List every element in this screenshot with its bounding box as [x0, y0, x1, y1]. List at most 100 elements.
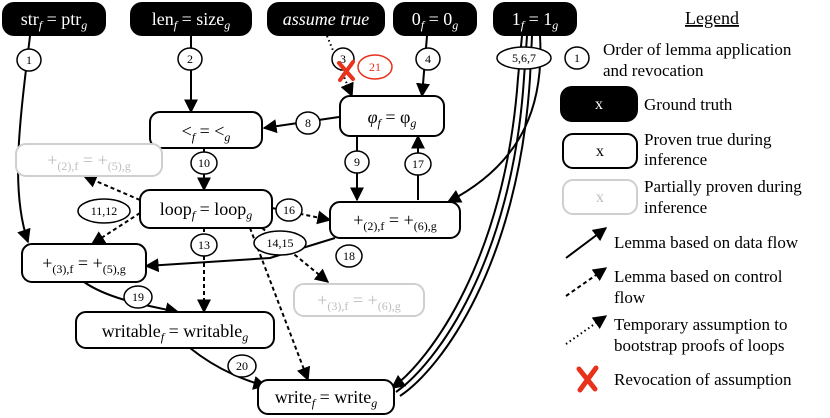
node-plus26: +(2),f = +(6),g	[329, 201, 461, 239]
edge-one-write-2	[395, 35, 528, 393]
revocation-x-legend-icon	[576, 365, 599, 393]
step-1112: 11,12	[77, 198, 131, 224]
step-18: 18	[335, 244, 363, 268]
svg-text:x: x	[595, 96, 603, 113]
svg-text:21: 21	[369, 60, 381, 74]
svg-text:inference: inference	[644, 198, 707, 217]
node-len: lenf = sizeg	[130, 2, 252, 36]
svg-text:bootstrap proofs of loops: bootstrap proofs of loops	[614, 336, 784, 355]
node-plus35: +(3),f = +(5),g	[21, 243, 147, 283]
legend-control: Lemma based on control flow	[565, 267, 783, 307]
legend-ground: x Ground truth	[560, 86, 733, 122]
svg-text:+(3),f = +(5),g: +(3),f = +(5),g	[42, 253, 125, 276]
node-loop: loopf = loopg	[139, 189, 273, 229]
svg-text:strf = ptrg: strf = ptrg	[21, 9, 88, 32]
legend-dataflow: Lemma based on data flow	[565, 227, 799, 259]
svg-text:assume true: assume true	[283, 9, 370, 29]
svg-text:φf = φg: φf = φg	[368, 107, 417, 130]
svg-text:1f = 1g: 1f = 1g	[512, 9, 559, 32]
edge-loop-write	[249, 227, 311, 382]
svg-text:+(3),f = +(6),g: +(3),f = +(6),g	[317, 290, 400, 313]
svg-text:Revocation of assumption: Revocation of assumption	[614, 370, 792, 389]
legend-title: Legend	[685, 8, 739, 28]
step-2: 2	[177, 47, 203, 71]
step-labels: 1 2 3 4 5,6,7 8 9 10 11,12 13 14,15 16 1…	[16, 46, 552, 378]
svg-text:17: 17	[412, 157, 424, 171]
step-20: 20	[227, 354, 257, 378]
step-567: 5,6,7	[496, 46, 552, 70]
svg-text:Partially proven during: Partially proven during	[644, 177, 802, 196]
svg-text:13: 13	[198, 238, 210, 252]
svg-text:2: 2	[187, 52, 193, 66]
svg-text:4: 4	[425, 52, 431, 66]
step-19: 19	[123, 285, 153, 309]
node-str: strf = ptrg	[2, 2, 106, 36]
svg-text:1: 1	[26, 53, 32, 67]
svg-text:1: 1	[574, 51, 580, 65]
svg-text:10: 10	[198, 156, 210, 170]
step-16: 16	[275, 198, 303, 222]
legend-temp: Temporary assumption to bootstrap proofs…	[565, 315, 788, 355]
svg-text:inference: inference	[644, 150, 707, 169]
legend-revoke: Revocation of assumption	[576, 365, 792, 393]
step-1: 1	[16, 48, 42, 72]
node-zero: 0f = 0g	[393, 2, 477, 36]
svg-text:Lemma based on control: Lemma based on control	[614, 267, 783, 286]
legend-partial: x Partially proven during inference	[562, 177, 802, 217]
svg-text:and revocation: and revocation	[603, 61, 704, 80]
node-plus36: +(3),f = +(6),g	[293, 283, 425, 317]
svg-text:14,15: 14,15	[267, 236, 294, 250]
node-phi: φf = φg	[339, 95, 445, 137]
svg-text:0f = 0g: 0f = 0g	[412, 9, 459, 32]
svg-text:9: 9	[354, 155, 360, 169]
svg-text:loopf = loopg: loopf = loopg	[160, 199, 253, 222]
svg-text:5,6,7: 5,6,7	[512, 51, 536, 65]
svg-text:Order of lemma application: Order of lemma application	[603, 40, 792, 59]
legend-order: 1 Order of lemma application and revocat…	[564, 40, 792, 80]
svg-text:+(2),f = +(5),g: +(2),f = +(5),g	[47, 150, 130, 173]
svg-text:18: 18	[343, 249, 355, 263]
edge-loop-plus25	[82, 174, 141, 201]
svg-text:flow: flow	[614, 288, 646, 307]
step-21: 21	[357, 54, 393, 80]
svg-text:+(2),f = +(6),g: +(2),f = +(6),g	[353, 210, 436, 233]
step-9: 9	[344, 150, 370, 174]
step-4: 4	[415, 47, 441, 71]
svg-text:19: 19	[132, 290, 144, 304]
step-1415: 14,15	[253, 230, 307, 256]
legend: Legend 1 Order of lemma application and …	[560, 8, 802, 393]
svg-text:Ground truth: Ground truth	[644, 95, 733, 114]
node-one: 1f = 1g	[493, 2, 577, 36]
svg-text:writef = writeg: writef = writeg	[275, 387, 377, 410]
edge-one-write-3	[399, 35, 533, 397]
edge-one-write-1	[390, 35, 523, 389]
legend-proven: x Proven true during inference	[562, 130, 772, 169]
svg-text:Lemma based on data flow: Lemma based on data flow	[614, 233, 799, 252]
revocation-x-icon	[337, 60, 355, 82]
step-8: 8	[295, 111, 321, 135]
node-assume: assume true	[267, 2, 385, 36]
svg-text:lenf = sizeg: lenf = sizeg	[152, 9, 230, 32]
svg-text:Proven true during: Proven true during	[644, 130, 772, 149]
svg-text:16: 16	[283, 203, 295, 217]
node-plus25: +(2),f = +(5),g	[15, 143, 163, 177]
step-10: 10	[190, 151, 218, 175]
node-lt: <f = <g	[149, 111, 263, 149]
svg-text:20: 20	[236, 359, 248, 373]
edge-plus26-plus35	[144, 237, 336, 273]
edge-loop-plus35	[90, 212, 141, 245]
step-13: 13	[190, 233, 218, 257]
node-writable: writablef = writableg	[75, 311, 275, 349]
svg-text:8: 8	[305, 116, 311, 130]
svg-text:3: 3	[340, 52, 346, 66]
step-17: 17	[404, 152, 432, 176]
svg-text:writablef = writableg: writablef = writableg	[102, 321, 248, 344]
svg-text:Temporary assumption to: Temporary assumption to	[614, 315, 788, 334]
nodes: strf = ptrg lenf = sizeg assume true 0f …	[2, 2, 577, 415]
svg-text:x: x	[596, 143, 604, 160]
svg-text:11,12: 11,12	[91, 204, 118, 218]
svg-text:<f = <g: <f = <g	[182, 121, 231, 144]
node-write: writef = writeg	[257, 379, 395, 415]
